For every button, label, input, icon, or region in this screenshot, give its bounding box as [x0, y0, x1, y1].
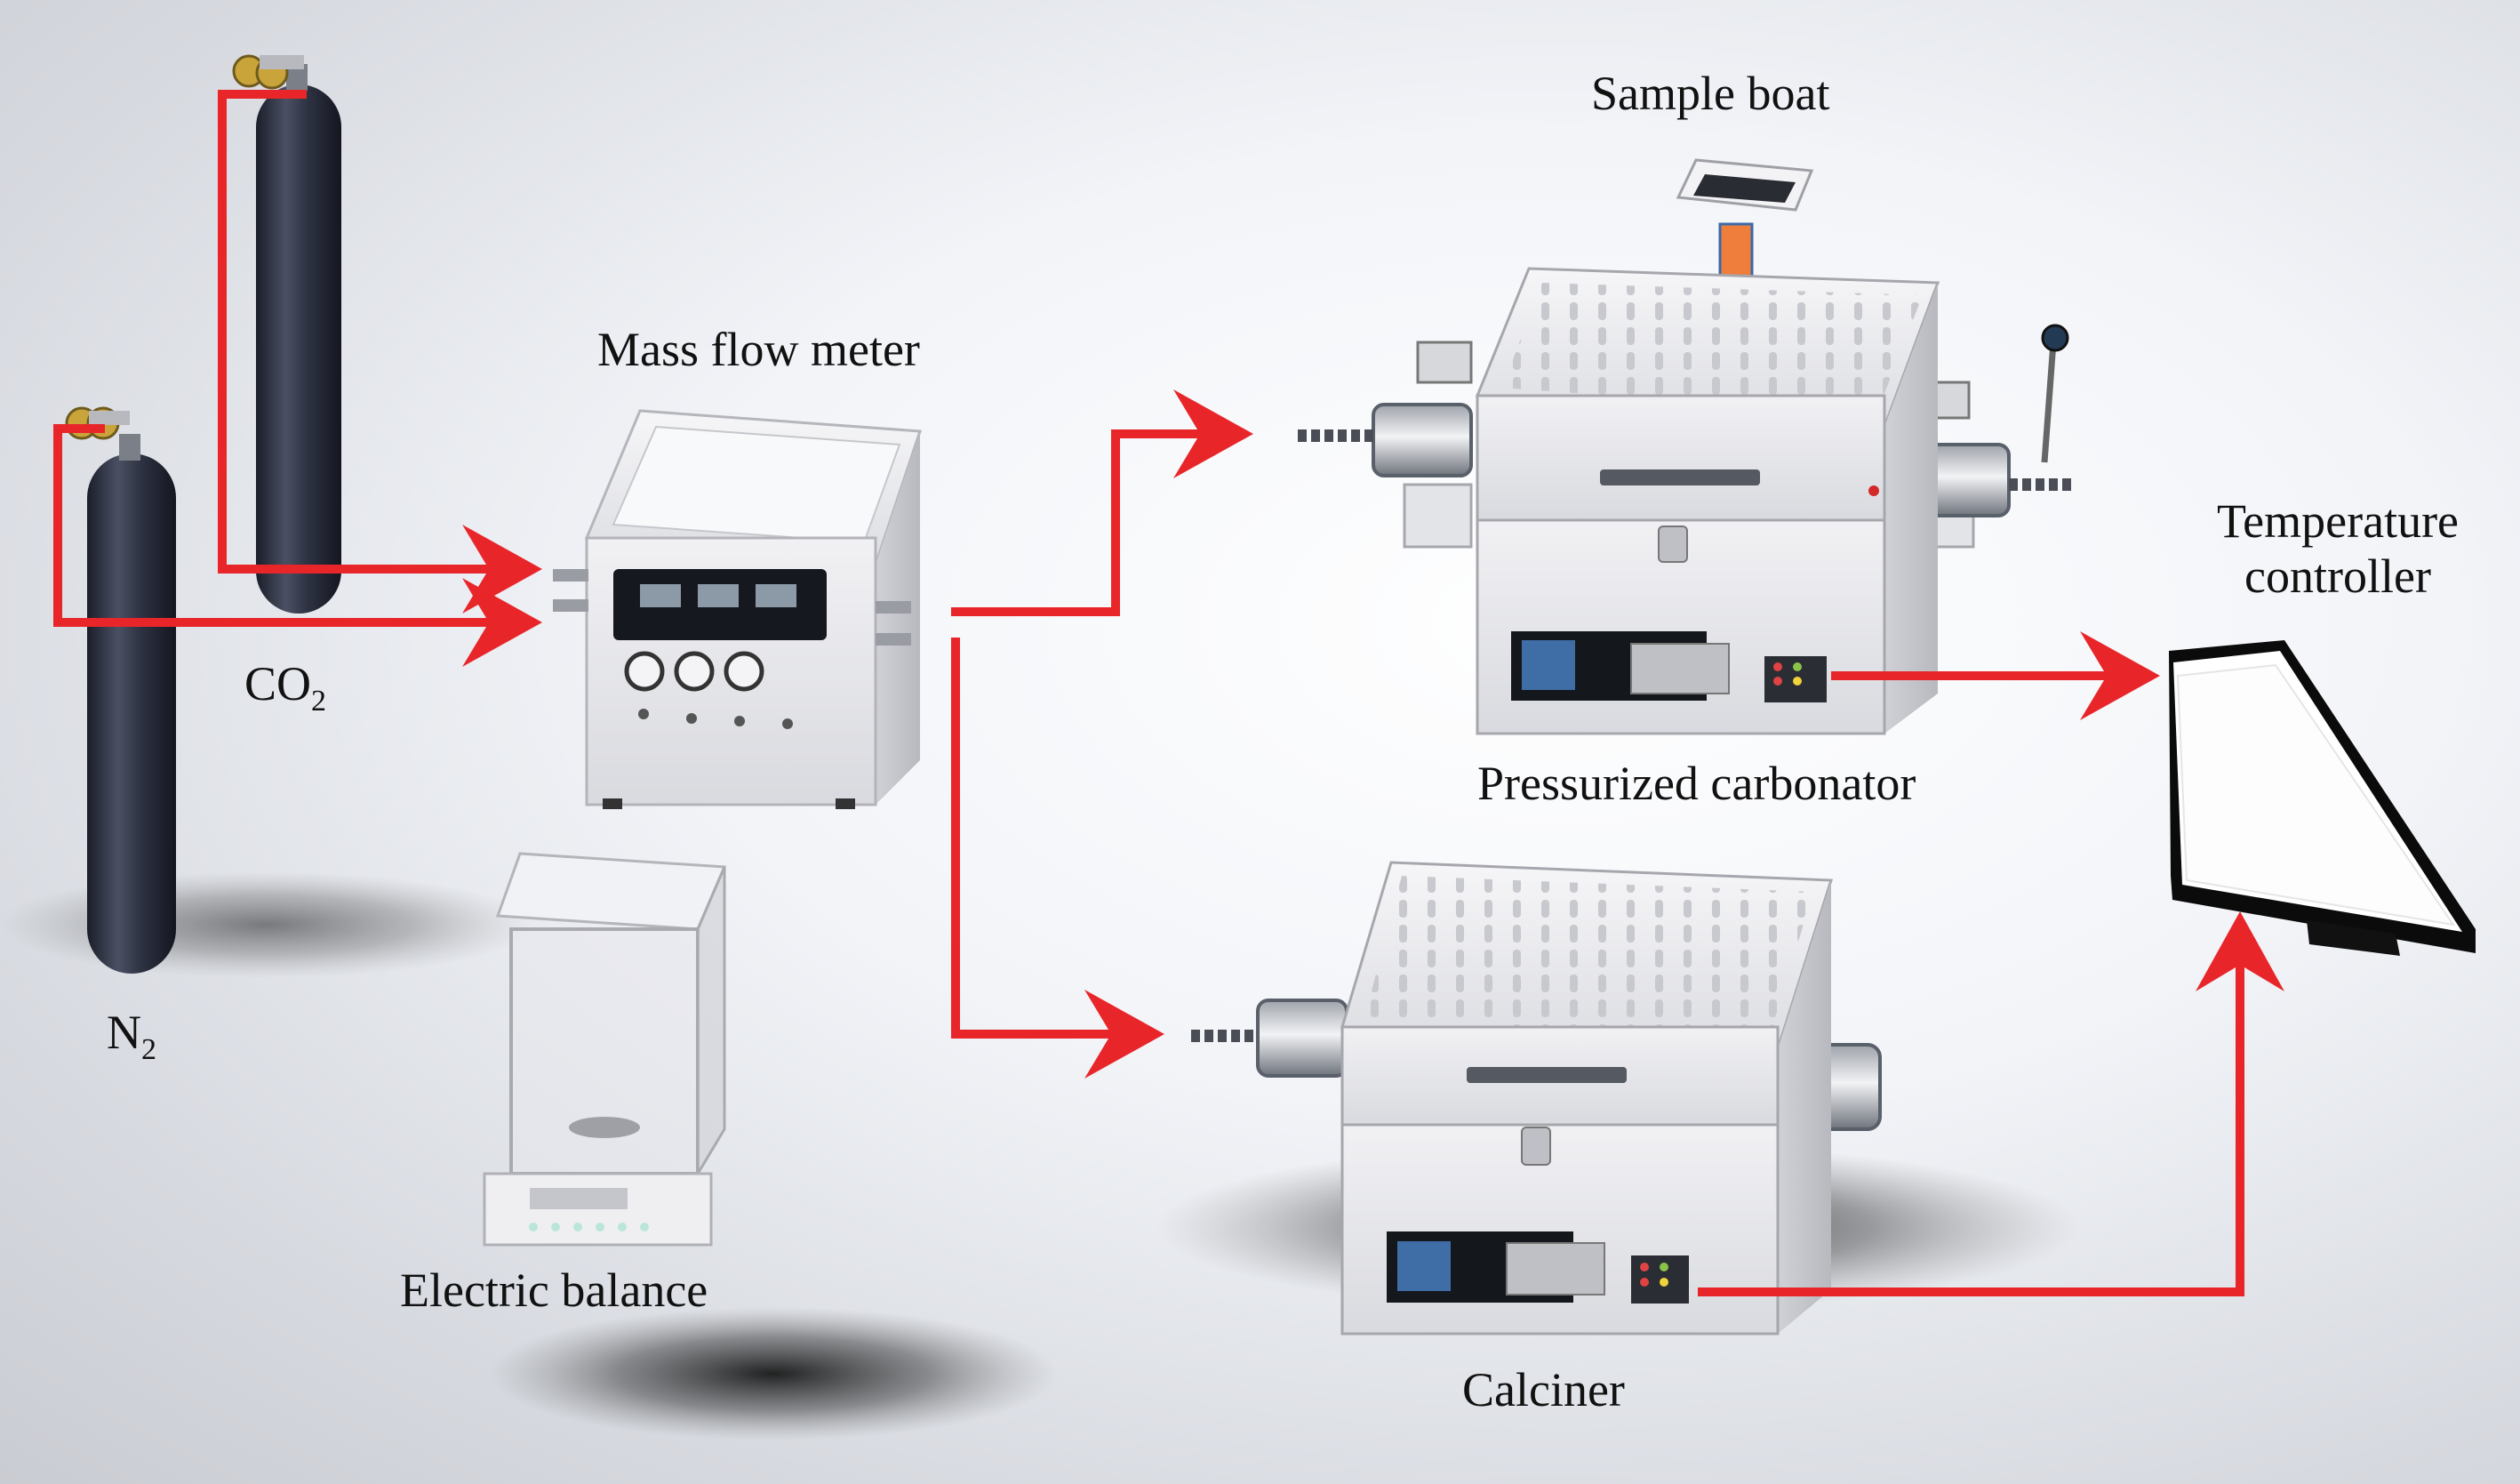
calciner-label: Calciner	[1462, 1363, 1625, 1416]
mfm-to-calciner-line	[951, 638, 1164, 1079]
tube-furnace-icon	[1191, 861, 1882, 1336]
mfm-to-carbonator-line	[951, 389, 1253, 616]
co2-label-main: CO	[244, 657, 312, 710]
pressure-regulator-icon	[232, 54, 304, 90]
flow-lines	[53, 90, 2284, 1296]
temperature-controller-label: Temperature controller	[2191, 493, 2484, 604]
gas-cylinder-co2-icon	[232, 54, 341, 614]
electric-balance-icon	[483, 852, 727, 1247]
co2-flow-line	[218, 90, 542, 614]
mass-flow-meter-label: Mass flow meter	[597, 323, 920, 376]
tube-furnace-icon	[1298, 267, 2071, 735]
co2-label: CO2	[244, 656, 326, 718]
n2-label: N2	[107, 1005, 156, 1067]
n2-label-sub: 2	[141, 1033, 156, 1066]
calciner-to-controller-line	[1698, 911, 2284, 1296]
sample-boat-icon	[1676, 158, 1814, 212]
n2-flow-line	[53, 424, 542, 667]
monitor-icon	[2169, 640, 2476, 956]
temperature-controller-line-2: controller	[2244, 549, 2431, 604]
co2-label-sub: 2	[311, 685, 327, 718]
pressure-regulator-icon	[65, 406, 130, 440]
pressurized-carbonator-label: Pressurized carbonator	[1477, 757, 1916, 810]
electric-balance-label: Electric balance	[400, 1263, 708, 1317]
n2-label-main: N	[107, 1006, 141, 1059]
temperature-controller-line-1: Temperature	[2216, 494, 2460, 548]
mass-flow-meter-icon	[553, 409, 923, 809]
sample-boat-label: Sample boat	[1591, 67, 1830, 120]
